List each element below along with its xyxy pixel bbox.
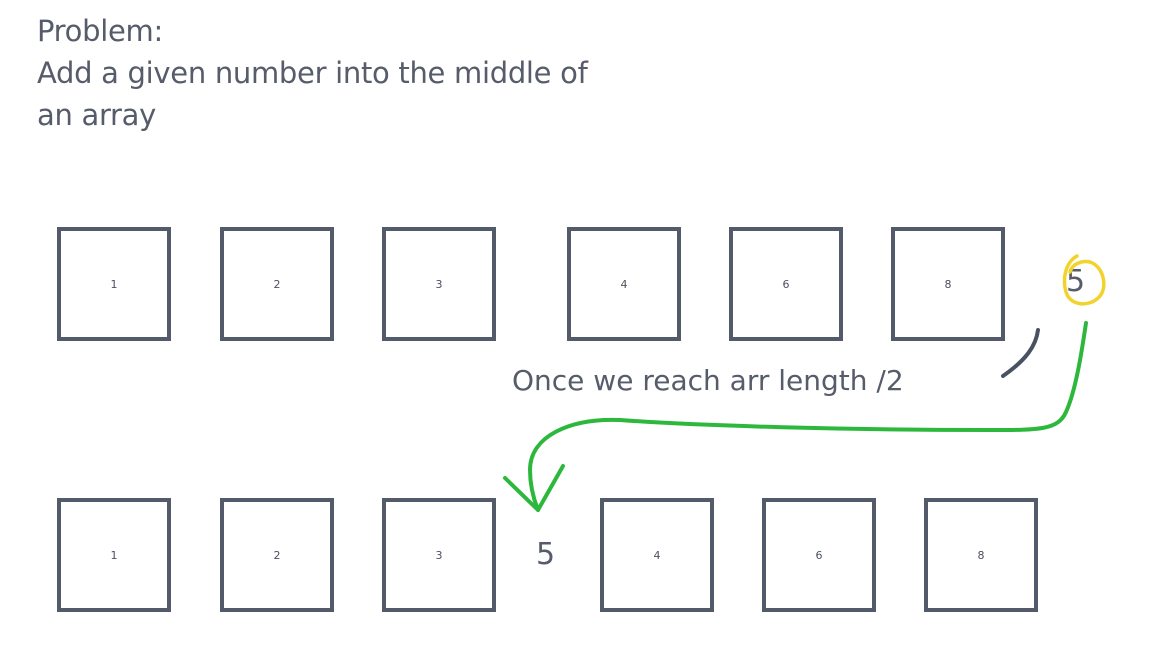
cell-value: 4 — [620, 277, 628, 291]
original-array-cell: 3 — [382, 227, 496, 341]
new-number: 5 — [1066, 264, 1086, 299]
cell-value: 8 — [977, 548, 985, 562]
inserted-number: 5 — [536, 537, 556, 572]
problem-text-line-2: an array — [37, 98, 157, 132]
result-array-cell: 1 — [57, 498, 171, 612]
problem-label: Problem: — [37, 14, 163, 48]
cell-value: 3 — [435, 277, 443, 291]
insert-arrow-curve — [528, 321, 1088, 512]
original-array-cell: 4 — [567, 227, 681, 341]
result-array-cell: 8 — [924, 498, 1038, 612]
cell-value: 6 — [815, 548, 823, 562]
original-array-cell: 1 — [57, 227, 171, 341]
problem-text-line-1: Add a given number into the middle of — [37, 56, 588, 90]
result-array-cell: 4 — [600, 498, 714, 612]
annotation-note: Once we reach arr length /2 — [512, 364, 904, 397]
insert-arrow-head — [503, 464, 565, 512]
cell-value: 4 — [653, 548, 661, 562]
cell-value: 2 — [273, 548, 281, 562]
cell-value: 1 — [110, 548, 118, 562]
cell-value: 8 — [944, 277, 952, 291]
cell-value: 6 — [782, 277, 790, 291]
result-array-cell: 3 — [382, 498, 496, 612]
original-array-cell: 2 — [220, 227, 334, 341]
cell-value: 1 — [110, 277, 118, 291]
result-array-cell: 2 — [220, 498, 334, 612]
cell-value: 3 — [435, 548, 443, 562]
original-array-cell: 6 — [729, 227, 843, 341]
original-array-cell: 8 — [891, 227, 1005, 341]
pen-stroke — [1001, 328, 1040, 378]
problem-statement: Problem: Add a given number into the mid… — [37, 10, 588, 136]
cell-value: 2 — [273, 277, 281, 291]
result-array-cell: 6 — [762, 498, 876, 612]
